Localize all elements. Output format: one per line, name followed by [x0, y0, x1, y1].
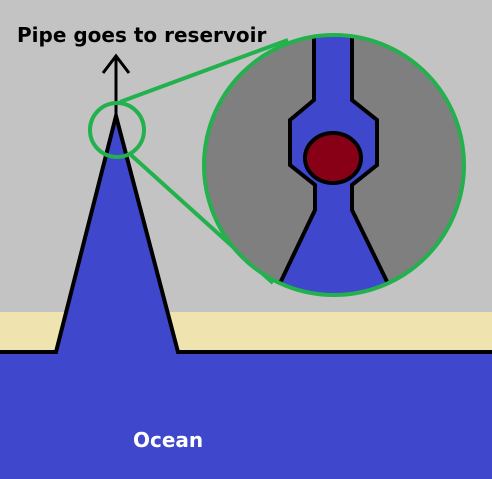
ocean-label: Ocean: [133, 428, 203, 452]
callout-line-top: [119, 38, 289, 104]
callout-circle-small: [88, 101, 146, 159]
ocean: [0, 352, 492, 479]
pipe-label: Pipe goes to reservoir: [17, 23, 267, 47]
up-arrow-icon: [101, 53, 131, 118]
pipe-cone: [56, 116, 178, 352]
callout-circle-large: [202, 33, 466, 297]
zoom-detail: [204, 35, 464, 295]
ball-valve-icon: [303, 131, 363, 185]
